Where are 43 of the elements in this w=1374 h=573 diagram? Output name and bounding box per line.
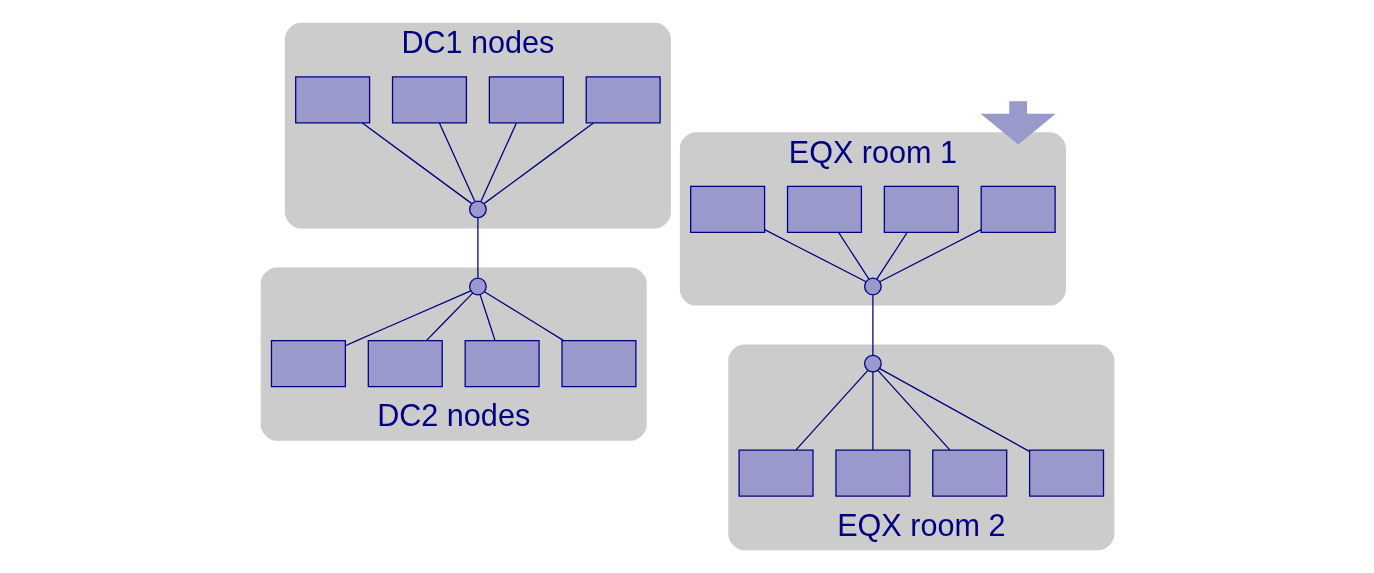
connector	[878, 368, 1030, 452]
node-box	[883, 185, 959, 233]
node-box	[980, 185, 1056, 233]
node-box	[367, 340, 443, 388]
connector	[794, 370, 868, 451]
connector	[837, 232, 870, 280]
connector	[875, 232, 908, 280]
node-box	[931, 449, 1007, 497]
connector	[344, 290, 471, 347]
node-circle	[863, 277, 882, 296]
node-box	[464, 340, 540, 388]
connector	[871, 294, 874, 356]
connector	[878, 229, 982, 283]
connector	[763, 229, 867, 283]
node-box	[1028, 449, 1104, 497]
node-box	[488, 76, 564, 124]
cluster: DC2 nodes	[260, 267, 647, 441]
connector	[871, 371, 874, 451]
connector	[476, 217, 479, 279]
cluster: DC1 nodes	[284, 22, 671, 229]
arrow	[980, 101, 1056, 145]
node-box	[391, 76, 467, 124]
connector	[483, 122, 594, 204]
cluster: EQX room 2	[727, 344, 1114, 551]
connector	[438, 122, 475, 202]
connector	[361, 122, 472, 204]
node-box	[689, 185, 765, 233]
connector	[483, 291, 564, 341]
connector	[876, 370, 950, 451]
node-box	[786, 185, 862, 233]
node-box	[560, 340, 637, 388]
node-box	[270, 340, 346, 388]
connector	[479, 294, 496, 342]
node-circle	[468, 277, 487, 296]
node-box	[834, 449, 910, 497]
connector	[425, 292, 473, 341]
node-box	[585, 76, 661, 124]
cluster: EQX room 1	[679, 132, 1066, 306]
node-box	[294, 76, 370, 124]
node-circle	[468, 200, 487, 219]
connector	[479, 122, 517, 202]
node-circle	[863, 354, 882, 373]
node-box	[737, 449, 814, 497]
